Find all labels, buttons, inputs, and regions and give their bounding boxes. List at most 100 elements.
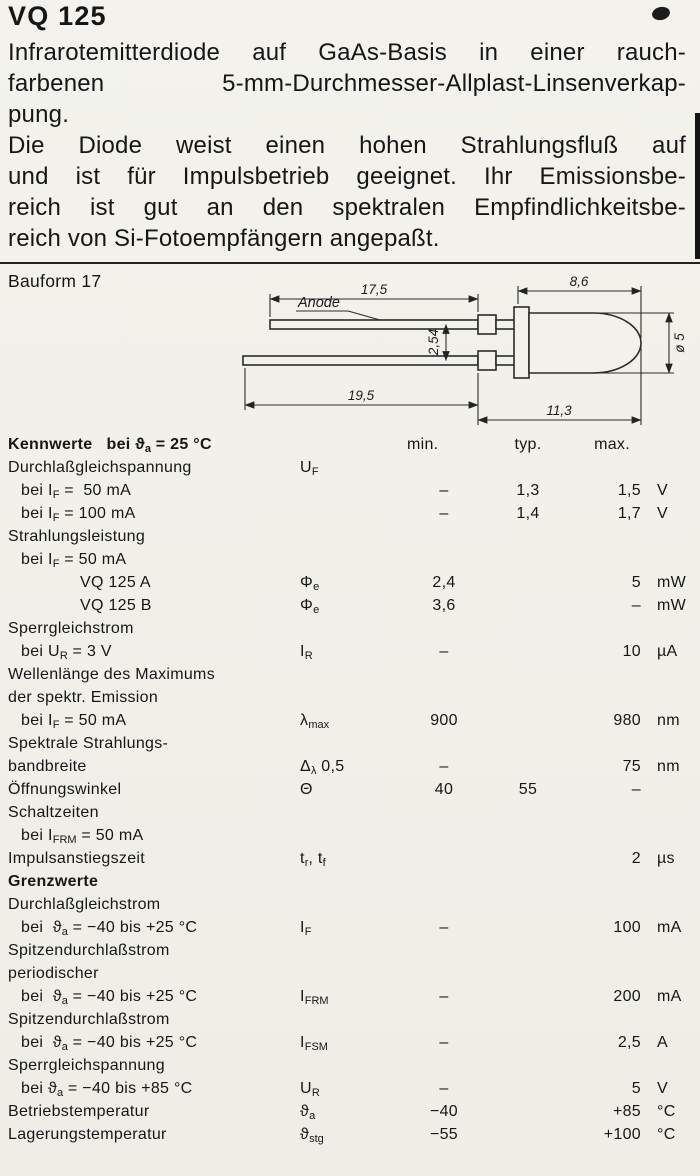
dim-label-lead-top: 17,5: [361, 282, 388, 297]
cell-symbol: UF: [300, 459, 319, 478]
cell-label: bandbreite: [8, 758, 87, 775]
cell-label: Betriebstemperatur: [8, 1103, 150, 1120]
table-row: periodischer: [8, 963, 698, 986]
cell-max: 75: [622, 758, 641, 775]
cell-label: bei ϑa = −40 bis +85 °C: [21, 1080, 193, 1099]
cell-unit: mW: [657, 574, 687, 591]
intro-text: Infrarotemitterdiode auf GaAs-Basis in e…: [8, 37, 686, 254]
cell-symbol: IF: [300, 919, 312, 938]
intro-line: farbenen 5-mm-Durchmesser-Allplast-Linse…: [8, 70, 686, 97]
cell-symbol: Δλ 0,5: [300, 758, 345, 777]
cell-label: VQ 125 B: [80, 597, 152, 614]
dim-label-diameter: ø 5: [672, 333, 687, 353]
cell-symbol: IR: [300, 643, 313, 662]
table-row: Spektrale Strahlungs-: [8, 733, 698, 756]
cell-min: –: [439, 505, 449, 522]
cell-symbol: ϑa: [300, 1103, 316, 1122]
cell-label: Sperrgleichspannung: [8, 1057, 165, 1074]
cathode-lead-stub: [495, 355, 517, 366]
cell-label: bei IF = 50 mA: [21, 712, 127, 731]
anode-lead-tab: [477, 314, 497, 335]
cell-max: +85: [612, 1103, 641, 1120]
cell-typ: 55: [518, 781, 538, 798]
table-row: Strahlungsleistung: [8, 526, 698, 549]
intro-line: Die Diode weist einen hohen Strahlungsfl…: [8, 132, 686, 159]
cell-label: Strahlungsleistung: [8, 528, 146, 545]
cell-max: –: [631, 781, 641, 798]
table-row: bei IFRM = 50 mA: [8, 825, 698, 848]
cell-label: Durchlaßgleichstrom: [8, 896, 161, 913]
table-row: Sperrgleichstrom: [8, 618, 698, 641]
table-row: bei IF = 50 mA: [8, 549, 698, 572]
cell-max: 2,5: [617, 1034, 641, 1051]
package-dome: [528, 312, 642, 374]
cell-symbol: IFRM: [300, 988, 329, 1007]
intro-line: Infrarotemitterdiode auf GaAs-Basis in e…: [8, 39, 686, 66]
cell-label: Grenzwerte: [8, 873, 99, 890]
cathode-lead-tab: [477, 350, 497, 371]
table-row: Impulsanstiegszeit tr, tf 2 µs: [8, 848, 698, 871]
cell-label: Spektrale Strahlungs-: [8, 735, 169, 752]
cell-label: bei ϑa = −40 bis +25 °C: [21, 919, 198, 938]
cell-min: –: [439, 919, 449, 936]
package-flange: [513, 306, 530, 379]
cell-min: 40: [434, 781, 454, 798]
cell-max: 1,5: [617, 482, 641, 499]
intro-line: reich ist gut an den spektralen Empfindl…: [8, 194, 686, 221]
cell-label: bei ϑa = −40 bis +25 °C: [21, 988, 198, 1007]
margin-bar: [695, 113, 700, 259]
anode-lead-stub: [495, 319, 517, 330]
cell-unit: V: [657, 1080, 668, 1097]
cell-max: 200: [613, 988, 641, 1005]
cell-typ: 1,4: [516, 505, 540, 522]
cell-label: Spitzendurchlaßstrom: [8, 942, 170, 959]
cell-symbol: tr, tf: [300, 850, 326, 869]
cell-symbol: ϑstg: [300, 1126, 324, 1145]
dim-label-lead-bottom: 19,5: [348, 388, 375, 403]
dimension-lines: [244, 286, 674, 425]
cell-unit: °C: [657, 1126, 676, 1143]
cell-unit: nm: [657, 712, 680, 729]
corner-mark: [650, 5, 672, 22]
cathode-lead: [242, 355, 479, 366]
anode-label: Anode: [297, 295, 340, 311]
page-title: VQ 125: [8, 1, 107, 31]
cell-symbol: λmax: [300, 712, 330, 731]
cell-label: Impulsanstiegszeit: [8, 850, 146, 867]
cell-unit: °C: [657, 1103, 676, 1120]
cell-min: –: [439, 988, 449, 1005]
table-row: Spitzendurchlaßstrom: [8, 940, 698, 963]
cell-unit: µs: [657, 850, 675, 867]
cell-label: der spektr. Emission: [8, 689, 159, 706]
cell-unit: V: [657, 482, 668, 499]
cell-symbol: UR: [300, 1080, 320, 1099]
cell-max: 980: [613, 712, 641, 729]
cell-unit: nm: [657, 758, 680, 775]
col-header-min: min.: [407, 436, 439, 453]
cell-min: 3,6: [432, 597, 456, 614]
cell-label: Sperrgleichstrom: [8, 620, 134, 637]
table-row: Sperrgleichspannung: [8, 1055, 698, 1078]
cell-typ: 1,3: [516, 482, 540, 499]
cell-label: Spitzendurchlaßstrom: [8, 1011, 170, 1028]
cell-label: bei UR = 3 V: [21, 643, 112, 662]
cell-max: –: [631, 597, 641, 614]
intro-line: pung.: [8, 101, 70, 128]
kennwerte-condition: bei ϑa = 25 °C: [106, 436, 212, 455]
dim-label-pitch: 2,54: [426, 329, 441, 356]
intro-paragraph-2: Die Diode weist einen hohen Strahlungsfl…: [8, 130, 686, 254]
cell-unit: V: [657, 505, 668, 522]
table-row: Durchlaßgleichstrom: [8, 894, 698, 917]
dim-label-package-top: 8,6: [570, 274, 589, 289]
cell-max: +100: [603, 1126, 641, 1143]
cell-label: VQ 125 A: [80, 574, 151, 591]
cell-min: 900: [430, 712, 458, 729]
cell-label: bei ϑa = −40 bis +25 °C: [21, 1034, 198, 1053]
cell-max: 2: [631, 850, 641, 867]
